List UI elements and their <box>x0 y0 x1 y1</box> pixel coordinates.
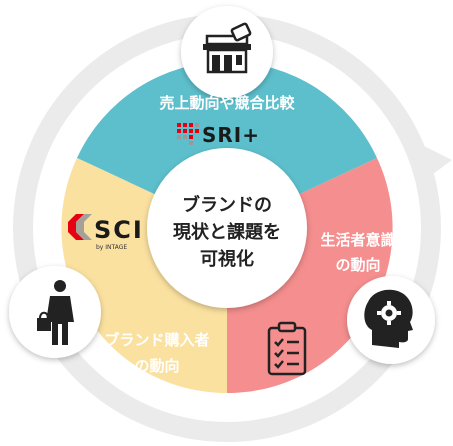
sci-logo: SCI by INTAGE <box>68 214 144 251</box>
shopper-with-bag-icon <box>9 266 101 358</box>
center-text-line1: ブランドの <box>182 194 272 216</box>
store-icon <box>181 6 273 98</box>
sci-logo-text: SCI <box>94 216 144 244</box>
right-segment-label-line2: の動向 <box>335 256 380 274</box>
left-segment-label-line1: ブランド購入者 <box>104 331 209 349</box>
sri-logo: SRI+ <box>177 123 260 147</box>
sci-logo-mark <box>68 214 92 240</box>
center-text-line3: 可視化 <box>200 248 254 270</box>
center-text-line2: 現状と課題を <box>173 221 281 243</box>
sci-logo-subtext: by INTAGE <box>96 244 127 251</box>
center-circle: ブランドの 現状と課題を 可視化 <box>147 148 307 308</box>
right-segment-label-line1: 生活者意識 <box>320 231 395 249</box>
top-segment <box>77 61 377 228</box>
sri-logo-mark <box>177 123 199 145</box>
top-segment-label: 売上動向や競合比較 <box>159 94 295 112</box>
sri-logo-text: SRI+ <box>202 123 260 147</box>
left-segment-label-line2: の動向 <box>134 357 179 375</box>
head-gear-icon <box>347 276 435 364</box>
cycle-arrowhead <box>408 138 452 185</box>
clipboard-checklist-icon <box>267 321 307 376</box>
